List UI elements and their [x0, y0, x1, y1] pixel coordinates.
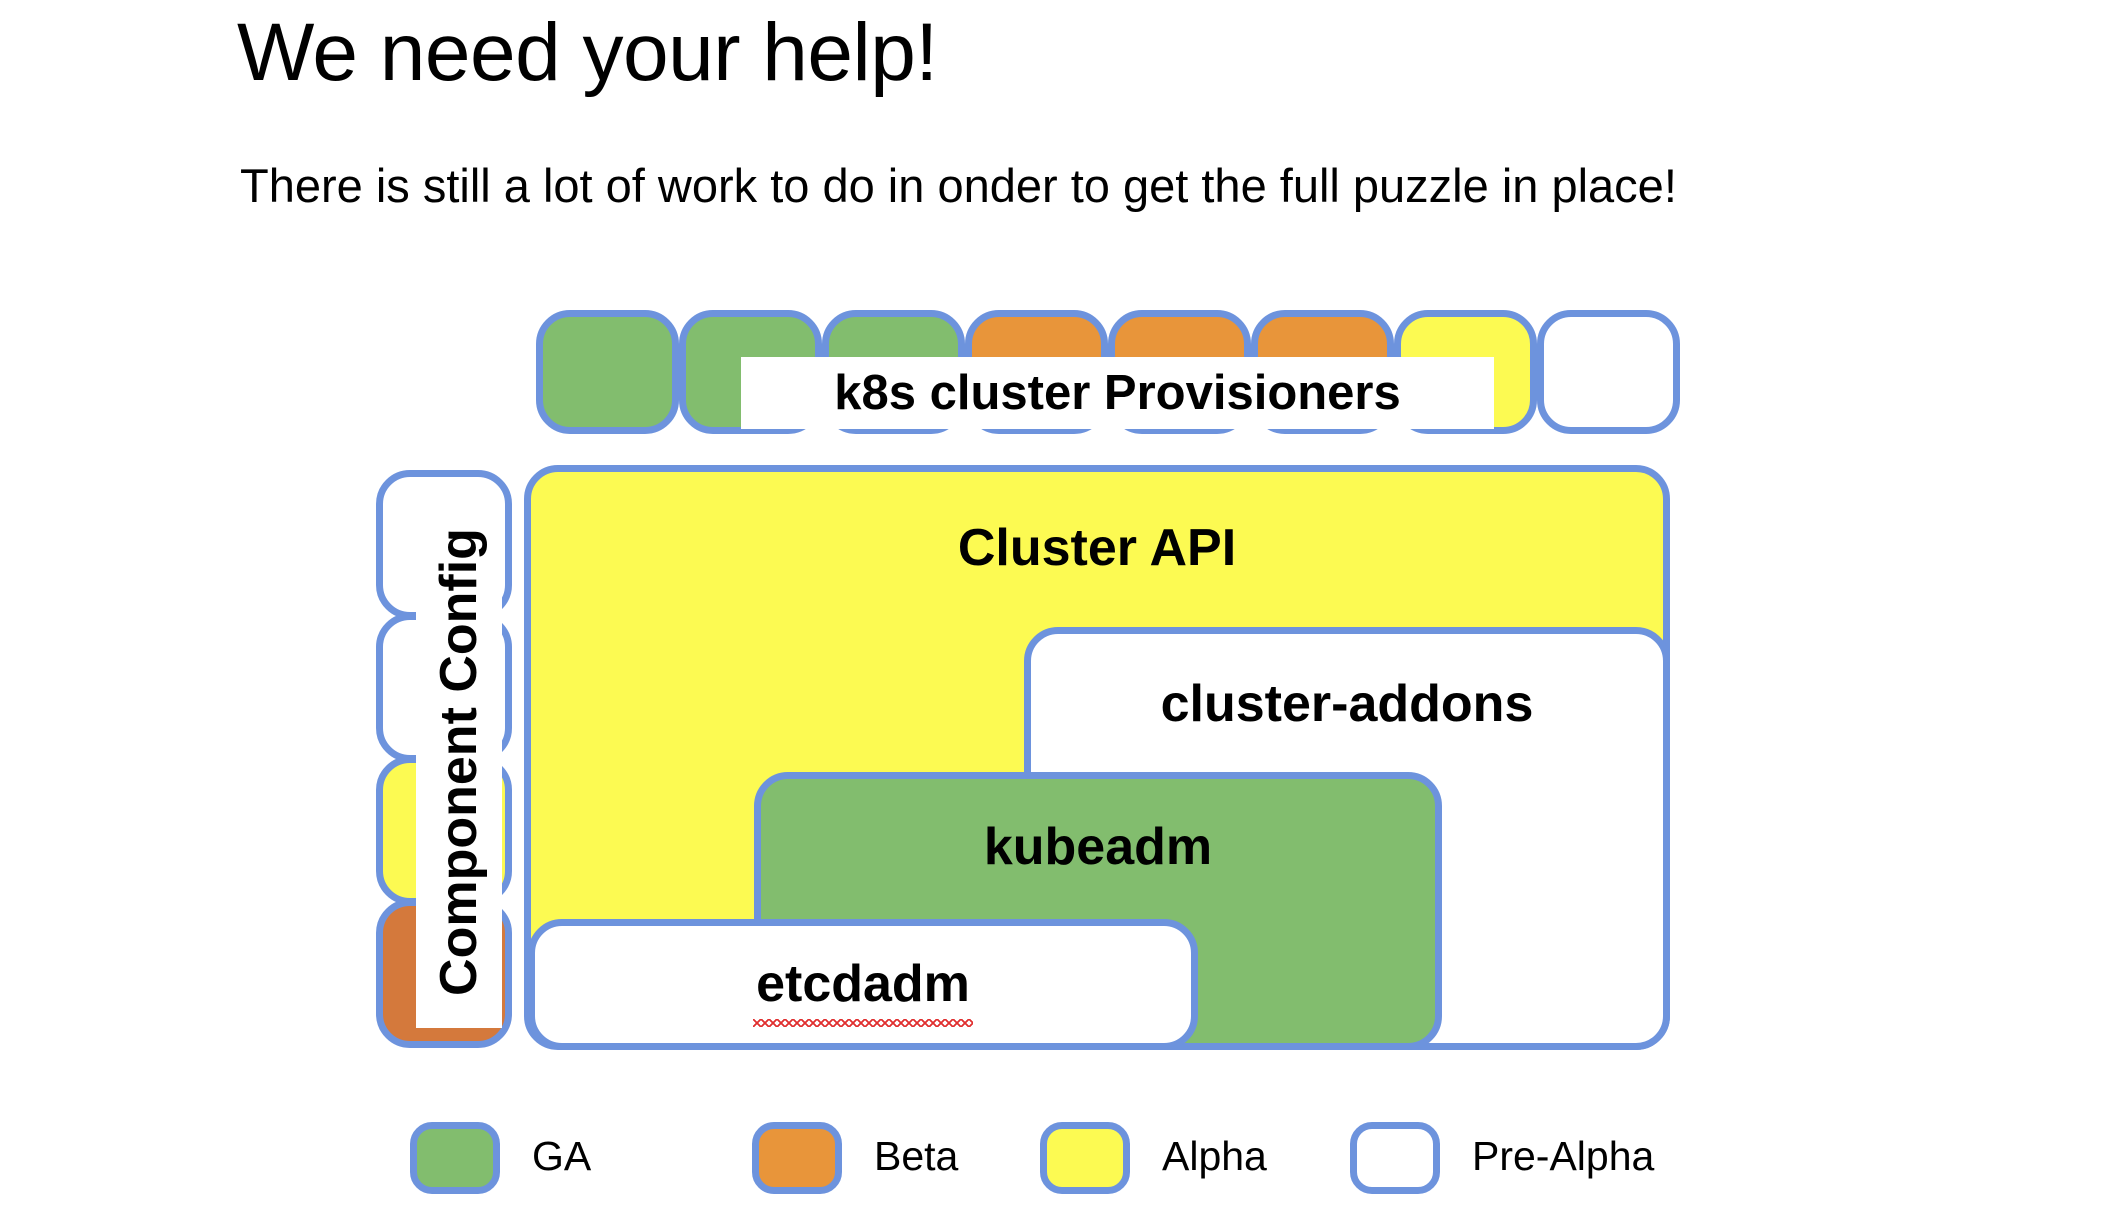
legend-swatch-pre-alpha	[1350, 1122, 1440, 1194]
legend-swatch-ga	[410, 1122, 500, 1194]
etcdadm-label-wrap: etcdadm	[535, 954, 1191, 1027]
component-config-label: Component Config	[430, 528, 488, 996]
etcdadm-label: etcdadm	[753, 955, 973, 1027]
legend-label-pre-alpha: Pre-Alpha	[1472, 1133, 1655, 1179]
provisioner-box-1[interactable]	[536, 310, 679, 434]
cluster-api-label: Cluster API	[957, 519, 1237, 577]
page-title: We need your help!	[237, 7, 938, 98]
legend-swatch-alpha	[1040, 1122, 1130, 1194]
status-legend: GA Beta Alpha Pre-Alpha	[0, 1122, 2126, 1212]
legend-label-beta: Beta	[874, 1133, 959, 1179]
k8s-cluster-provisioners-row: k8s cluster Provisioners	[536, 310, 1680, 434]
k8s-cluster-provisioners-label-band: k8s cluster Provisioners	[741, 357, 1494, 429]
page-subtitle: There is still a lot of work to do in on…	[240, 159, 1677, 212]
component-config-label-band: Component Config	[416, 496, 502, 1028]
kubeadm-label: kubeadm	[983, 818, 1213, 876]
component-config-column: Component Config	[376, 470, 512, 1048]
legend-label-alpha: Alpha	[1162, 1133, 1267, 1179]
provisioner-box-8[interactable]	[1537, 310, 1680, 434]
legend-label-ga: GA	[532, 1133, 592, 1179]
etcdadm-box[interactable]: etcdadm	[528, 919, 1198, 1050]
legend-swatch-beta	[752, 1122, 842, 1194]
k8s-cluster-provisioners-label: k8s cluster Provisioners	[834, 366, 1401, 420]
cluster-addons-label: cluster-addons	[1160, 675, 1534, 733]
